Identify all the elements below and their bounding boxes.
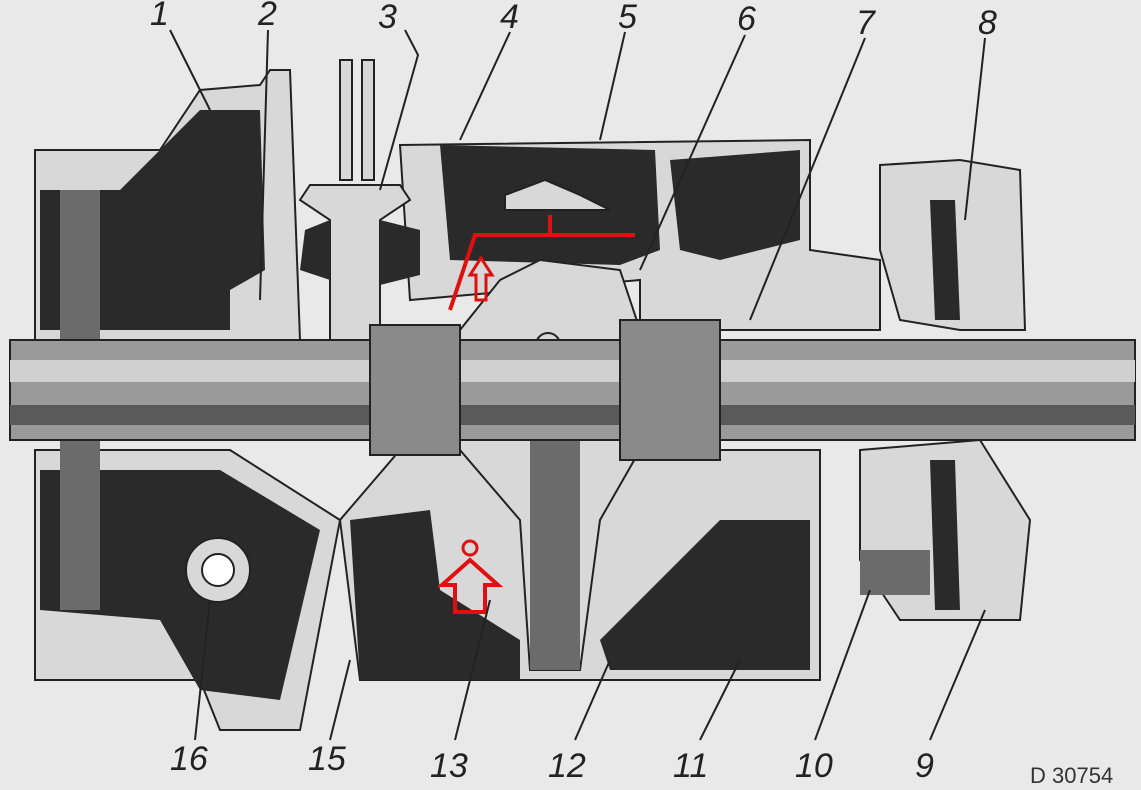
callout-6: 6 <box>737 0 756 38</box>
callout-16: 16 <box>170 740 208 778</box>
callout-12: 12 <box>548 747 586 785</box>
callout-15: 15 <box>308 740 346 778</box>
leader-lines <box>169 29 986 741</box>
pump-fitting <box>185 537 251 603</box>
callout-11: 11 <box>673 747 708 785</box>
callout-2: 2 <box>257 0 277 33</box>
shift-tower <box>298 59 420 341</box>
main-shaft <box>9 319 1136 461</box>
right-housing <box>859 158 1032 621</box>
oil-flow-annotation <box>436 215 635 614</box>
callout-1: 1 <box>150 0 169 33</box>
oil-path-line <box>448 233 635 311</box>
callout-3: 3 <box>378 0 397 36</box>
callout-9: 9 <box>915 747 934 785</box>
arrow-up-small-icon <box>467 255 495 302</box>
callout-5: 5 <box>618 0 637 36</box>
oil-port-marker <box>461 539 479 557</box>
drawing-code: D 30754 <box>1030 763 1113 788</box>
callout-7: 7 <box>856 4 876 42</box>
callout-10: 10 <box>795 747 833 785</box>
callout-8: 8 <box>978 4 997 42</box>
callout-13: 13 <box>430 747 468 785</box>
callout-4: 4 <box>500 0 519 36</box>
arrow-up-large-icon <box>436 557 504 614</box>
